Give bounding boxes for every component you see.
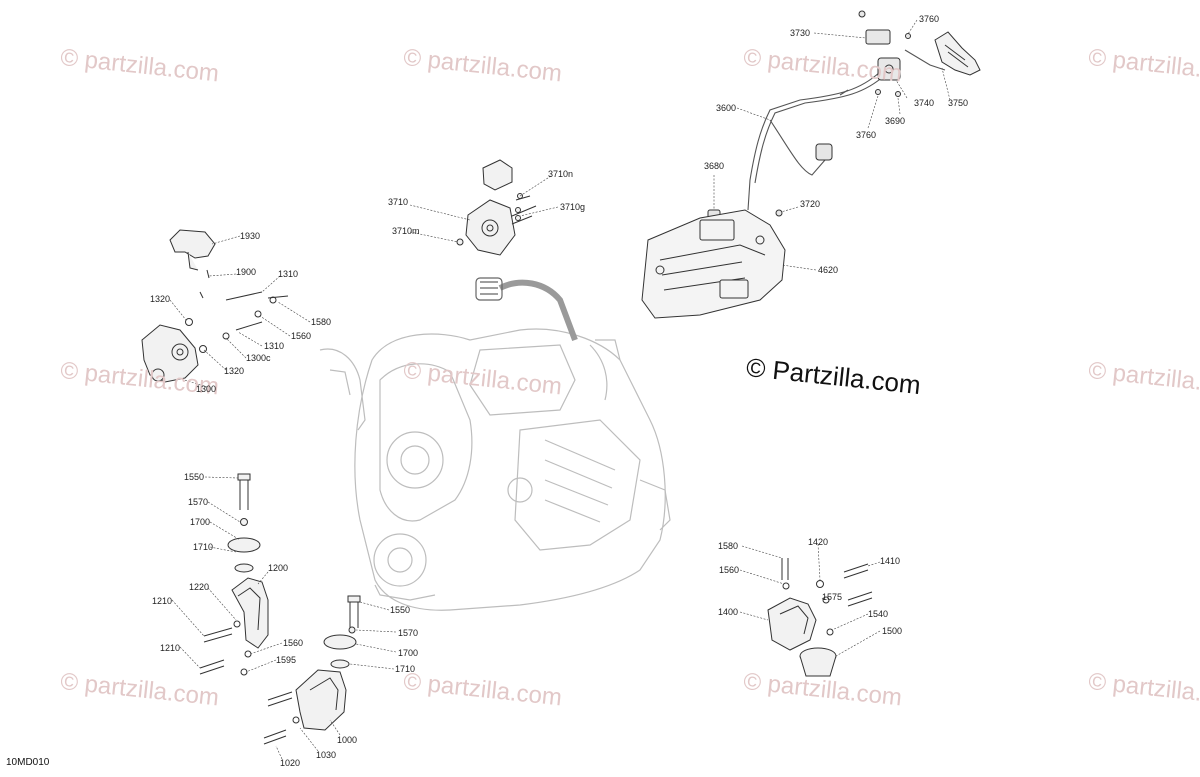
callout-label[interactable]: 3750	[948, 98, 969, 108]
callout-label[interactable]: 1560	[283, 638, 304, 648]
callout-label[interactable]: 3740	[914, 98, 935, 108]
throttle-pedal	[934, 31, 981, 76]
callout-label[interactable]: 1540	[868, 609, 889, 619]
callout-label[interactable]: 3680	[704, 161, 725, 171]
callout-label[interactable]: 3710	[388, 197, 409, 207]
callout-label[interactable]: 3760	[919, 14, 940, 24]
mount-fasteners	[185, 269, 289, 353]
sensor-bracket-assembly	[456, 159, 523, 256]
leader-lines	[169, 19, 951, 760]
pedal-sensor	[858, 10, 911, 97]
lower-left-fasteners	[199, 620, 252, 676]
callout-label[interactable]: 1560	[719, 565, 740, 575]
callout-label[interactable]: 1575	[822, 592, 843, 602]
callout-label[interactable]: 1310	[264, 341, 285, 351]
lower-left-mount	[227, 473, 269, 649]
callout-label[interactable]: 1710	[395, 664, 416, 674]
callout-label[interactable]: 3720	[800, 199, 821, 209]
callout-label[interactable]: 1310	[278, 269, 299, 279]
callout-label[interactable]: 3710m	[392, 226, 420, 236]
callout-label[interactable]: 1320	[224, 366, 245, 376]
harness-connector	[707, 143, 833, 223]
wiring-harness	[747, 49, 946, 211]
callout-label[interactable]: 1410	[880, 556, 901, 566]
callout-label[interactable]: 1560	[291, 331, 312, 341]
lower-center-fasteners	[263, 691, 300, 745]
lower-center-mount	[295, 595, 361, 731]
callout-label[interactable]: 1700	[398, 648, 419, 658]
callout-label[interactable]: 1300c	[246, 353, 271, 363]
callout-label[interactable]: 3690	[885, 116, 906, 126]
callout-label[interactable]: 1570	[398, 628, 419, 638]
callout-label[interactable]: 1900	[236, 267, 257, 277]
engine-assembly	[319, 328, 671, 611]
callout-label[interactable]: 1580	[718, 541, 739, 551]
callout-label[interactable]: 3730	[790, 28, 811, 38]
callout-label[interactable]: 1580	[311, 317, 332, 327]
callout-label[interactable]: 3600	[716, 103, 737, 113]
callout-label[interactable]: 1930	[240, 231, 261, 241]
callout-label[interactable]: 1550	[390, 605, 411, 615]
figure-id: 10MD010	[6, 757, 50, 768]
callout-label[interactable]: 1030	[316, 750, 337, 760]
callout-label[interactable]: 1320	[150, 294, 171, 304]
callout-label[interactable]: 1220	[189, 582, 210, 592]
upper-mount-bracket	[169, 229, 216, 271]
callout-label[interactable]: 3760	[856, 130, 877, 140]
callout-label[interactable]: 1020	[280, 758, 301, 768]
callout-label[interactable]: 1550	[184, 472, 205, 482]
ecu-module	[641, 209, 786, 319]
callout-label[interactable]: 3710n	[548, 169, 574, 179]
callout-label[interactable]: 4620	[818, 265, 839, 275]
sensor-bolts	[511, 195, 537, 225]
callout-label[interactable]: 1710	[193, 542, 214, 552]
callout-label[interactable]: 1210	[152, 596, 173, 606]
callout-label[interactable]: 1200	[268, 563, 289, 573]
callout-label[interactable]: 1210	[160, 643, 181, 653]
callout-label[interactable]: 1570	[188, 497, 209, 507]
hose	[498, 279, 578, 342]
callout-label[interactable]: 1400	[718, 607, 739, 617]
callout-label[interactable]: 3710g	[560, 202, 586, 212]
right-engine-mount	[767, 597, 837, 677]
callout-label[interactable]: 1500	[882, 626, 903, 636]
callout-label[interactable]: 1700	[190, 517, 211, 527]
left-engine-mount	[141, 324, 199, 383]
callout-label[interactable]: 1300	[196, 384, 217, 394]
callout-label[interactable]: 1420	[808, 537, 829, 547]
callout-label[interactable]: 1595	[276, 655, 297, 665]
hose-connector	[475, 277, 503, 301]
callout-label[interactable]: 1000	[337, 735, 358, 745]
right-mount-fasteners	[781, 558, 873, 636]
